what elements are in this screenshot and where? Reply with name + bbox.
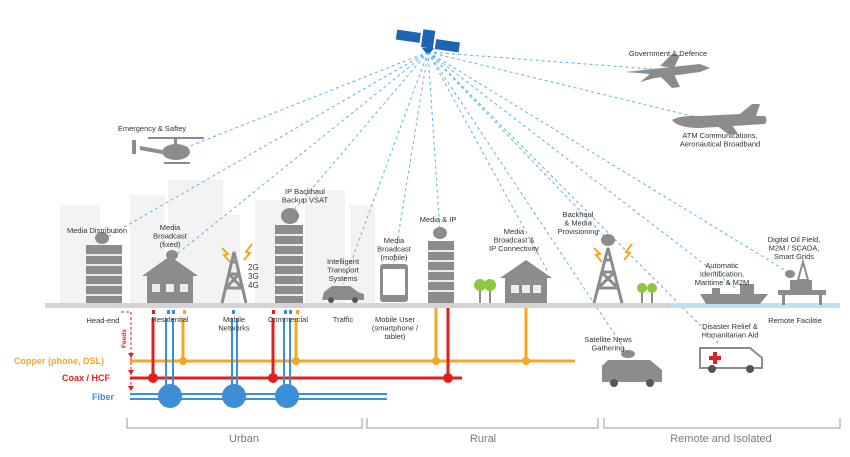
lightning-icon [243,243,253,261]
mobile-generation-label: 2G [248,263,259,272]
ship-icon [700,284,768,304]
tree-icon [474,279,496,303]
air-label-government: Government & Defence [629,49,707,58]
fiber-label: Fiber [92,392,115,402]
lightning-icon [221,247,231,263]
background-skyline [60,180,375,305]
label-remote-facilities: Remote Facilitie [768,316,822,325]
category-label: Remote and Isolated [670,433,772,445]
feeds-connector [121,311,134,392]
airliner-icon [672,104,767,134]
category-label: Urban [229,433,259,445]
media-distribution-building [86,232,122,303]
air-label-atm: ATM Communications,Aeronautical Broadban… [680,131,760,149]
copper-network [130,308,575,363]
copper-label: Copper (phone, DSL) [14,356,104,366]
sea-strip [670,303,840,308]
smartphone-icon [380,264,408,302]
coax-network [130,308,462,380]
coax-label: Coax / HCF [62,373,111,383]
label-head-end: Head-end [87,316,120,325]
commercial-building [275,208,303,303]
label-mobile-user: Mobile User(smartphone /tablet) [372,315,419,341]
satellite-dish-icon [601,234,615,246]
helicopter-icon [132,137,204,164]
satellite-dish-icon [281,208,299,224]
satellite-dish-icon [433,227,447,239]
label-oil-field: Digital Oil Field,M2M / SCADA,Smart Grid… [768,235,821,261]
label-traffic: Traffic [333,315,354,324]
label-residential: Residential [151,315,188,324]
satellite-dish-icon [166,250,178,260]
satellite-links [101,51,789,351]
satellite-icon [395,29,460,53]
network-junctions [148,357,530,408]
car-icon [322,286,364,303]
air-label-emergency: Emergency & Saftey [118,124,187,133]
house-icon [500,260,552,303]
cell-tower-icon [220,251,248,304]
tree-icon [637,283,657,303]
mobile-generation-label: 4G [248,281,259,290]
media-ip-building [428,227,454,303]
label-disaster: Disaster Relief &Humanitarian Aid [701,322,758,340]
news-van-icon [602,350,662,387]
satellite-dish-icon [95,232,109,244]
mobile-generation-label: 3G [248,272,259,281]
ground-strip [45,303,670,308]
label-commercial: Commercial [268,315,308,324]
satellite-dish-icon [785,270,795,278]
lightning-icon [593,247,603,263]
label-media-distribution: Media Distribution [67,226,127,235]
category-brackets [126,418,841,429]
network-ports [152,310,299,314]
category-label: Rural [470,433,496,445]
feeds-label: Feeds [121,329,128,348]
house-icon [142,250,198,303]
cell-tower-icon [592,247,624,304]
ambulance-icon [699,347,763,373]
satellite-dish-icon [621,350,635,358]
fighter-jet-icon [625,54,710,88]
lightning-icon [623,243,633,261]
label-media-ip: Media & IP [420,215,457,224]
oil-rig-icon [778,258,826,305]
